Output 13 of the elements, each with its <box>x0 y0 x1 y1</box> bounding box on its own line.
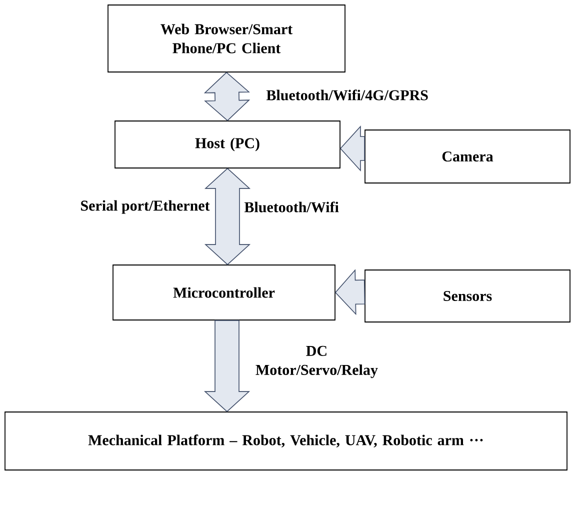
process-box: Camera <box>364 130 570 184</box>
block-arrow <box>204 320 250 412</box>
block-arrow <box>334 269 366 316</box>
process-box: Sensors <box>364 270 570 322</box>
process-box: Microcontroller <box>112 264 336 320</box>
edge-label: Bluetooth/Wifi <box>244 202 339 212</box>
connection-label: Serial port/Ethernet <box>81 200 210 214</box>
edge-label: Bluetooth/Wifi/4G/GPRS <box>266 90 428 100</box>
process-box: Host (PC) <box>114 120 340 168</box>
process-box: Mechanical Platform – Robot, Vehicle, UAV, Robotic arm ··· <box>4 412 568 470</box>
process-box: Web Browser/Smart Phone/PC Client <box>108 4 346 72</box>
edge-label: DC Motor/Servo/Relay <box>256 346 378 378</box>
block-arrow <box>340 125 365 172</box>
